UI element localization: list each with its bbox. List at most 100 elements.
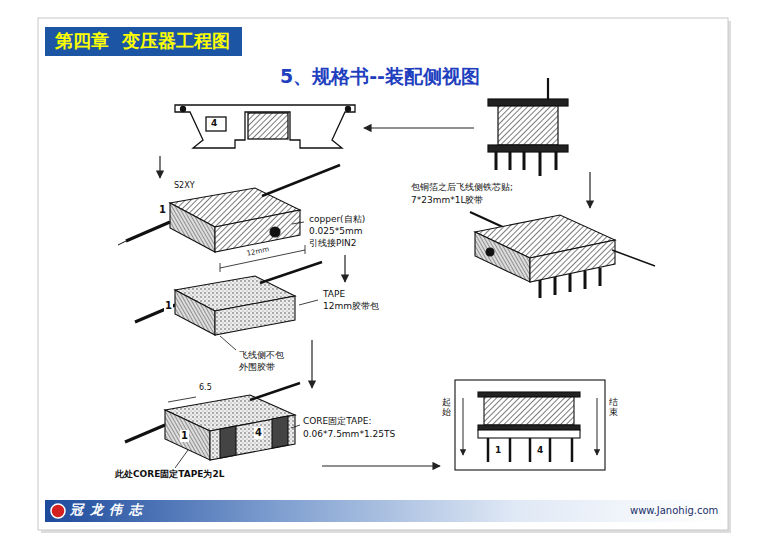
- core-tape-stage: [125, 425, 165, 442]
- pin-number: 1: [180, 430, 189, 442]
- core-tape-stage: [291, 425, 300, 428]
- pin-number: 4: [536, 445, 544, 455]
- final-side-view: [478, 430, 580, 438]
- bobbin-section: [175, 105, 355, 148]
- final-side-view: [597, 398, 598, 455]
- assembled-transformer: [530, 240, 615, 282]
- website-url: www.Janohig.com: [630, 505, 718, 517]
- assembled-transformer: [584, 271, 587, 289]
- transformer-side-view: [495, 152, 498, 170]
- tape-note: 此处CORE固定TAPE为2L: [114, 469, 225, 479]
- final-side-view: [463, 398, 464, 455]
- pin-number: 1: [494, 445, 502, 455]
- slide-title: 5、规格书--装配侧视图: [0, 64, 760, 90]
- pin-number: 1: [164, 300, 173, 312]
- transformer-side-view: [498, 106, 558, 145]
- copper-foil-stage: [220, 263, 221, 272]
- flow-arrow: [322, 465, 440, 466]
- end-label: 结束: [608, 398, 619, 418]
- callout-number: 4: [210, 118, 218, 128]
- core-tape-stage: [165, 410, 210, 460]
- tape-note: 0.06*7.5mm*1.25TS: [302, 429, 396, 439]
- chapter-band: 第四章 变压器工程图: [45, 27, 242, 56]
- bobbin-section: [346, 107, 351, 112]
- core-tape-stage: [125, 383, 300, 468]
- transformer-side-view: [555, 152, 558, 170]
- copper-foil-stage: [305, 245, 306, 254]
- transformer-side-view: [547, 78, 549, 100]
- assembled-transformer: [470, 212, 655, 298]
- tape-stage: [135, 262, 322, 350]
- copper-foil-stage: [215, 210, 300, 252]
- final-side-view: [484, 397, 574, 425]
- copper-foil-stage: [118, 165, 340, 272]
- pin-number: 1: [158, 204, 167, 216]
- company-logo: 冠 龙 伟 志: [70, 503, 143, 518]
- transformer-side-view: [488, 145, 568, 152]
- start-label: 起始: [441, 398, 452, 418]
- process-note: 包铜箔之后飞线侧铁芯贴;: [410, 182, 514, 192]
- process-note: 外围胶带: [238, 362, 276, 372]
- copper-foil-stage: [262, 165, 340, 196]
- footer-bar: [45, 500, 715, 522]
- assembled-transformer: [470, 212, 505, 228]
- bobbin-section: [248, 113, 288, 139]
- bobbin-section: [206, 117, 226, 131]
- part-mark: S2XY: [173, 181, 196, 190]
- assembled-transformer: [599, 268, 602, 286]
- flow-arrow: [364, 127, 474, 128]
- core-tape-stage: [272, 416, 288, 448]
- transformer-side-view: [539, 152, 542, 176]
- wiring-note: 引线接PIN2: [308, 238, 358, 248]
- footer-bar: [45, 500, 715, 522]
- final-side-view: [478, 425, 580, 430]
- footer-bar: [51, 504, 65, 518]
- core-tape-stage: [168, 397, 196, 402]
- final-side-view: [571, 438, 574, 462]
- material-note: copper(自粘): [308, 214, 366, 224]
- pin-number: 4: [254, 427, 263, 439]
- core-tape-stage: [210, 415, 295, 460]
- final-side-view: [455, 380, 605, 470]
- final-side-view: [478, 392, 580, 397]
- slide-frame: [38, 18, 728, 530]
- copper-foil-stage: [270, 227, 280, 237]
- copper-foil-stage: [118, 241, 126, 245]
- final-side-view: [529, 438, 532, 462]
- tape-note: TAPE: [322, 289, 346, 299]
- slide-frame: [38, 18, 731, 533]
- core-tape-stage: [220, 426, 236, 458]
- bobbin-section: [175, 105, 355, 148]
- final-side-view: [455, 380, 605, 470]
- flow-arrow: [311, 340, 312, 388]
- flow-arrow: [159, 156, 160, 178]
- material-note: 0.025*5mm: [308, 226, 364, 236]
- assembled-transformer: [475, 232, 530, 282]
- assembled-transformer: [486, 248, 494, 256]
- flow-arrow: [344, 255, 345, 282]
- assembled-transformer: [554, 277, 557, 295]
- flow-arrow: [589, 172, 590, 208]
- assembled-transformer: [612, 250, 655, 266]
- tape-stage: [175, 290, 215, 335]
- core-tape-stage: [175, 450, 188, 468]
- final-side-view: [487, 438, 490, 462]
- tape-stage: [260, 262, 322, 283]
- assembled-transformer: [569, 274, 572, 292]
- tape-stage: [299, 300, 318, 305]
- transformer-side-view: [488, 78, 568, 176]
- transformer-side-view: [509, 152, 512, 170]
- assembled-transformer: [539, 280, 542, 298]
- band-text: 第四章 变压器工程图: [55, 30, 232, 52]
- bobbin-section: [181, 107, 186, 112]
- process-note: 7*23mm*1L胶带: [410, 195, 484, 205]
- tape-stage: [215, 296, 295, 335]
- dimension: 6.5: [198, 383, 213, 392]
- copper-foil-stage: [292, 222, 304, 224]
- flow-arrow: [160, 128, 590, 466]
- process-note: 飞线侧不包: [238, 350, 285, 360]
- copper-foil-stage: [170, 203, 215, 252]
- final-side-view: [549, 438, 552, 462]
- final-side-view: [509, 438, 512, 462]
- tape-note: CORE固定TAPE:: [302, 416, 372, 426]
